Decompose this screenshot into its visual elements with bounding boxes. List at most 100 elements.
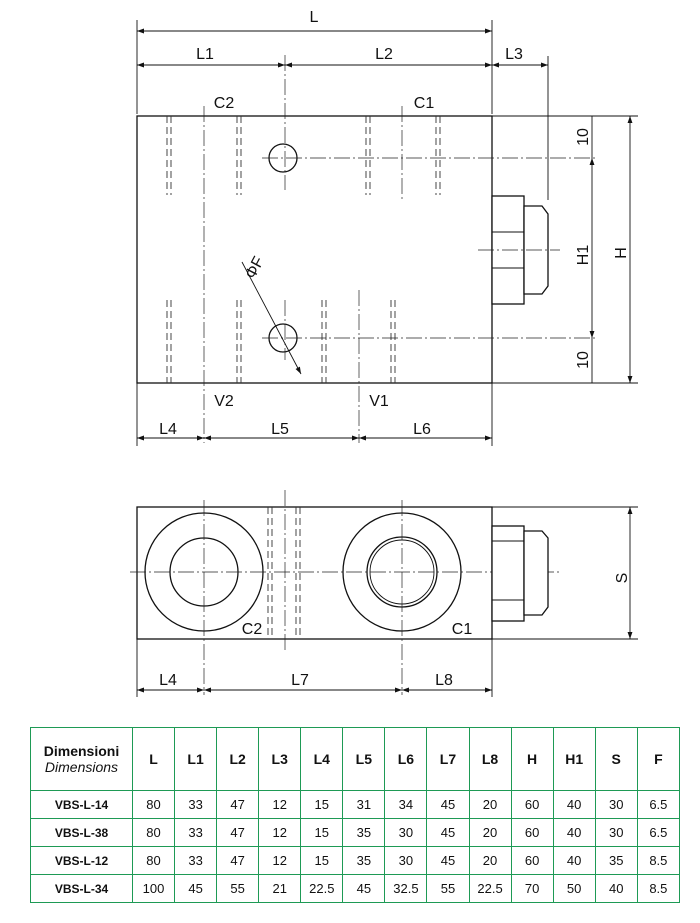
column-header-h1: H1: [552, 727, 596, 791]
header-italian: Dimensioni: [43, 743, 120, 759]
value-cell: 40: [594, 874, 638, 903]
valve-body-top: [136, 115, 493, 384]
port-label-C2-side: C2: [242, 621, 263, 638]
value-cell: 50: [552, 874, 596, 903]
port-label-C1-top: C1: [414, 95, 435, 112]
column-header-l5: L5: [342, 727, 386, 791]
port-label-C1-side: C1: [452, 621, 473, 638]
value-cell: 55: [216, 874, 260, 903]
dim-label-H1: H1: [575, 245, 592, 266]
value-cell: 60: [510, 846, 554, 875]
value-cell: 33: [174, 818, 218, 847]
dim-label-L6: L6: [413, 421, 431, 438]
column-header-l2: L2: [216, 727, 260, 791]
value-cell: 47: [216, 846, 260, 875]
value-cell: 8.5: [636, 874, 681, 903]
value-cell: 100: [131, 874, 176, 903]
value-cell: 45: [174, 874, 218, 903]
value-cell: 40: [552, 818, 596, 847]
plug-top: [478, 195, 560, 305]
value-cell: 35: [342, 818, 386, 847]
value-cell: 35: [594, 846, 638, 875]
value-cell: 47: [216, 790, 260, 819]
dim-label-L3: L3: [505, 46, 523, 63]
value-cell: 30: [594, 818, 638, 847]
value-cell: 80: [131, 818, 176, 847]
plug-side: [491, 525, 549, 622]
column-header-l3: L3: [258, 727, 302, 791]
technical-drawing: L L1 L2 L3 C2 C1 V2 V1 L4 L5 L6 ΦF 10 H1…: [130, 9, 638, 697]
model-cell: VBS-L-14: [30, 790, 133, 819]
value-cell: 70: [510, 874, 554, 903]
column-header-s: S: [594, 727, 638, 791]
value-cell: 15: [300, 818, 344, 847]
dim-label-L1: L1: [196, 46, 214, 63]
value-cell: 45: [426, 790, 470, 819]
value-cell: 12: [258, 790, 302, 819]
value-cell: 22.5: [468, 874, 512, 903]
dim-label-L8: L8: [435, 672, 453, 689]
value-cell: 30: [384, 818, 428, 847]
port-label-V1: V1: [369, 393, 389, 410]
column-header-h: H: [510, 727, 554, 791]
side-view: C2 C1 L4 L7 L8 S: [130, 490, 638, 697]
dim-label-L4-top: L4: [159, 421, 177, 438]
port-label-V2: V2: [214, 393, 234, 410]
value-cell: 15: [300, 846, 344, 875]
value-cell: 6.5: [636, 818, 681, 847]
column-header-l4: L4: [300, 727, 344, 791]
dim-label-L4-side: L4: [159, 672, 177, 689]
column-header-l8: L8: [468, 727, 512, 791]
value-cell: 45: [342, 874, 386, 903]
value-cell: 12: [258, 818, 302, 847]
dim-label-L2: L2: [375, 46, 393, 63]
dim-label-10-bottom: 10: [575, 351, 592, 369]
value-cell: 60: [510, 818, 554, 847]
dim-label-L7: L7: [291, 672, 309, 689]
value-cell: 33: [174, 790, 218, 819]
value-cell: 30: [594, 790, 638, 819]
dim-label-H: H: [613, 247, 630, 259]
column-header-f: F: [636, 727, 681, 791]
model-cell: VBS-L-38: [30, 818, 133, 847]
value-cell: 40: [552, 790, 596, 819]
column-header-l: L: [131, 727, 176, 791]
value-cell: 20: [468, 846, 512, 875]
column-header-l6: L6: [384, 727, 428, 791]
port-label-C2-top: C2: [214, 95, 235, 112]
value-cell: 20: [468, 818, 512, 847]
value-cell: 45: [426, 818, 470, 847]
value-cell: 21: [258, 874, 302, 903]
value-cell: 35: [342, 846, 386, 875]
value-cell: 15: [300, 790, 344, 819]
value-cell: 8.5: [636, 846, 681, 875]
dim-label-L5: L5: [271, 421, 289, 438]
value-cell: 22.5: [300, 874, 344, 903]
value-cell: 6.5: [636, 790, 681, 819]
value-cell: 20: [468, 790, 512, 819]
table-header-dimensions: Dimensioni Dimensions: [30, 727, 133, 791]
dim-label-S: S: [614, 573, 631, 584]
model-cell: VBS-L-12: [30, 846, 133, 875]
value-cell: 47: [216, 818, 260, 847]
column-header-l7: L7: [426, 727, 470, 791]
hidden-cavities-top: [166, 116, 441, 383]
value-cell: 34: [384, 790, 428, 819]
column-header-l1: L1: [174, 727, 218, 791]
value-cell: 80: [131, 846, 176, 875]
top-view: L L1 L2 L3 C2 C1 V2 V1 L4 L5 L6 ΦF 10 H1…: [136, 9, 638, 446]
value-cell: 55: [426, 874, 470, 903]
value-cell: 31: [342, 790, 386, 819]
value-cell: 33: [174, 846, 218, 875]
value-cell: 40: [552, 846, 596, 875]
dim-label-10-top: 10: [575, 128, 592, 146]
value-cell: 45: [426, 846, 470, 875]
value-cell: 80: [131, 790, 176, 819]
value-cell: 32.5: [384, 874, 428, 903]
